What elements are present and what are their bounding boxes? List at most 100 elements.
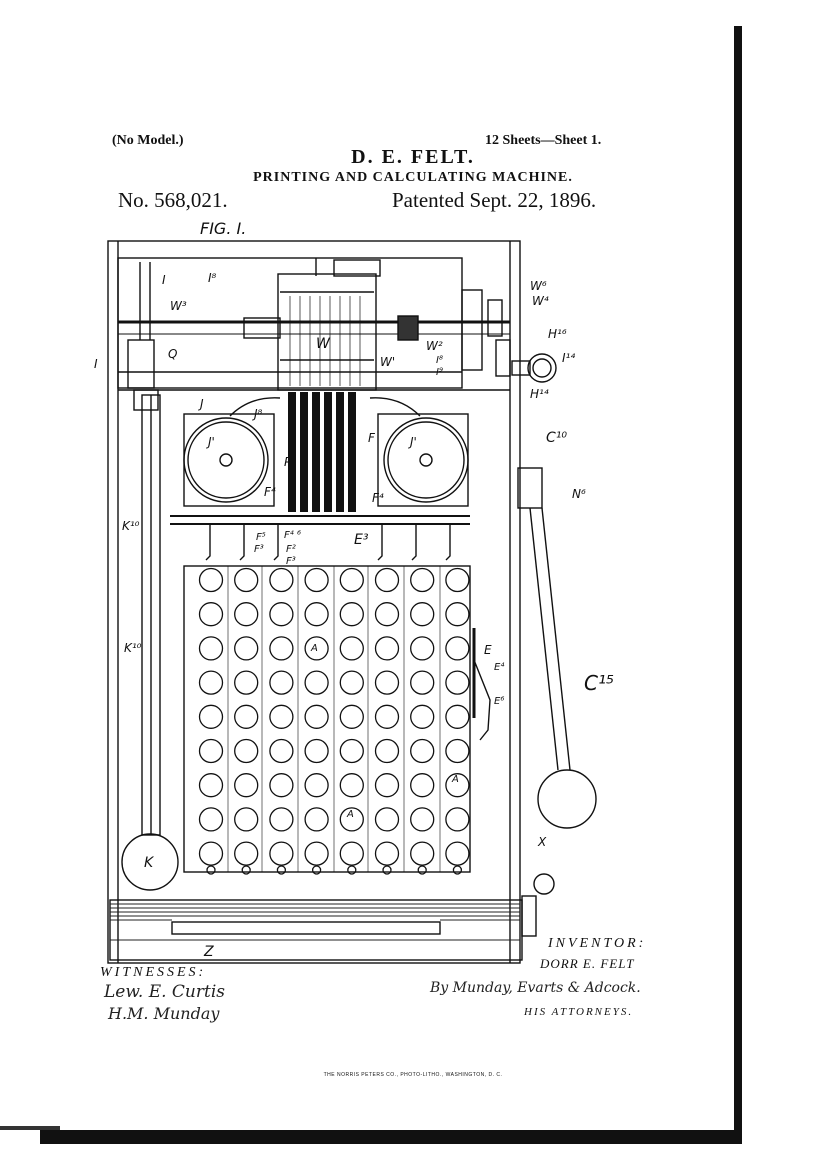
- label-j: J: [198, 397, 204, 411]
- inventor-heading: D. E. FELT.: [351, 146, 475, 168]
- key: [410, 738, 435, 764]
- key-grid: [198, 567, 470, 875]
- key: [410, 567, 435, 593]
- key: [198, 773, 224, 798]
- key: [304, 738, 329, 764]
- label-w6: W⁶: [530, 279, 547, 293]
- label-c15: C¹⁵: [584, 671, 614, 695]
- printer-credit: THE NORRIS PETERS CO., PHOTO-LITHO., WAS…: [323, 1072, 503, 1078]
- key: [374, 567, 400, 593]
- key: [304, 670, 329, 695]
- scan-border-bottom-left: [0, 1126, 60, 1130]
- model-note: (No Model.): [112, 133, 184, 148]
- label-e4: E⁴: [494, 661, 504, 673]
- label-c10: C¹⁰: [546, 430, 567, 446]
- key: [198, 704, 224, 729]
- label-k10b: K¹⁰: [124, 641, 142, 655]
- key: [269, 602, 294, 627]
- witness-signature-1: Lew. E. Curtis: [104, 982, 225, 1002]
- label-w4: W⁴: [532, 294, 549, 308]
- label-i14: I¹⁴: [562, 351, 575, 365]
- key: [374, 738, 400, 764]
- key: [445, 738, 470, 764]
- key: [445, 602, 470, 627]
- label-w3: W³: [170, 299, 187, 313]
- type-bars: [288, 392, 356, 512]
- key: [269, 807, 294, 832]
- handle-c15-ball: [537, 769, 597, 829]
- key-stem: [241, 865, 251, 875]
- inventor-signature: DORR E. FELT: [540, 956, 635, 971]
- key-stem: [382, 865, 392, 875]
- keyboard-plate: [183, 565, 471, 873]
- right-ribbon-spool: [383, 417, 469, 503]
- patent-number: No. 568,021.: [118, 188, 228, 212]
- key: [410, 636, 435, 661]
- witness-signature-2: H.M. Munday: [108, 1004, 220, 1023]
- label-k: K: [144, 855, 155, 871]
- key: [445, 670, 470, 695]
- label-q: Q: [168, 347, 177, 361]
- label-w2: W²: [426, 339, 443, 353]
- key: [234, 738, 259, 764]
- attorneys-label: HIS ATTORNEYS.: [524, 1006, 634, 1018]
- key: [198, 807, 224, 832]
- key: [374, 602, 400, 627]
- label-f4-right: F⁴: [372, 491, 384, 505]
- key: [374, 670, 400, 695]
- label-e6: E⁶: [494, 696, 504, 707]
- key: [269, 738, 294, 764]
- key: [304, 841, 329, 866]
- sheet-number: 12 Sheets—Sheet 1.: [485, 133, 602, 148]
- key: [445, 704, 470, 729]
- key: [445, 841, 470, 866]
- key: [234, 841, 259, 866]
- key: [374, 636, 400, 661]
- label-h16: H¹⁶: [548, 327, 567, 341]
- label-f46: F⁴ ⁶: [284, 529, 301, 541]
- label-j8: J⁸: [252, 407, 263, 421]
- label-i: I: [162, 273, 166, 287]
- key: [234, 602, 259, 627]
- knob-i14: [527, 353, 557, 383]
- key-stem: [452, 865, 463, 875]
- patent-date: Patented Sept. 22, 1896.: [392, 188, 597, 212]
- printing-drum: [277, 273, 377, 391]
- key: [445, 636, 470, 661]
- witnesses-label: WITNESSES:: [100, 965, 207, 980]
- left-ribbon-spool: [183, 417, 269, 503]
- key: [269, 670, 294, 695]
- key: [304, 773, 329, 798]
- key: [269, 567, 294, 593]
- key: [198, 636, 224, 661]
- key: [410, 807, 435, 832]
- key: [339, 602, 364, 627]
- key: [198, 670, 224, 695]
- key-label-a-1: A: [310, 643, 318, 654]
- key-label-a-2: A: [451, 774, 459, 785]
- scan-border-bottom: [40, 1130, 742, 1144]
- label-f5: F⁵: [256, 532, 266, 543]
- key: [410, 602, 435, 627]
- key: [339, 807, 364, 832]
- key: [198, 567, 224, 593]
- label-f2: F²: [286, 544, 296, 555]
- label-j1-left: J': [206, 435, 215, 449]
- key: [445, 807, 470, 832]
- key: [339, 636, 364, 661]
- label-n6: N⁶: [572, 487, 586, 501]
- key: [374, 807, 400, 832]
- key: [445, 567, 470, 593]
- key: [269, 773, 294, 798]
- label-i8b: I⁸: [436, 355, 443, 366]
- key: [234, 773, 259, 798]
- key: [304, 567, 329, 593]
- key: [269, 636, 294, 661]
- key: [304, 807, 329, 832]
- label-z: Z: [203, 944, 214, 960]
- spring-coil: [333, 259, 381, 277]
- key: [198, 841, 224, 866]
- key: [410, 670, 435, 695]
- key-stem: [311, 865, 322, 875]
